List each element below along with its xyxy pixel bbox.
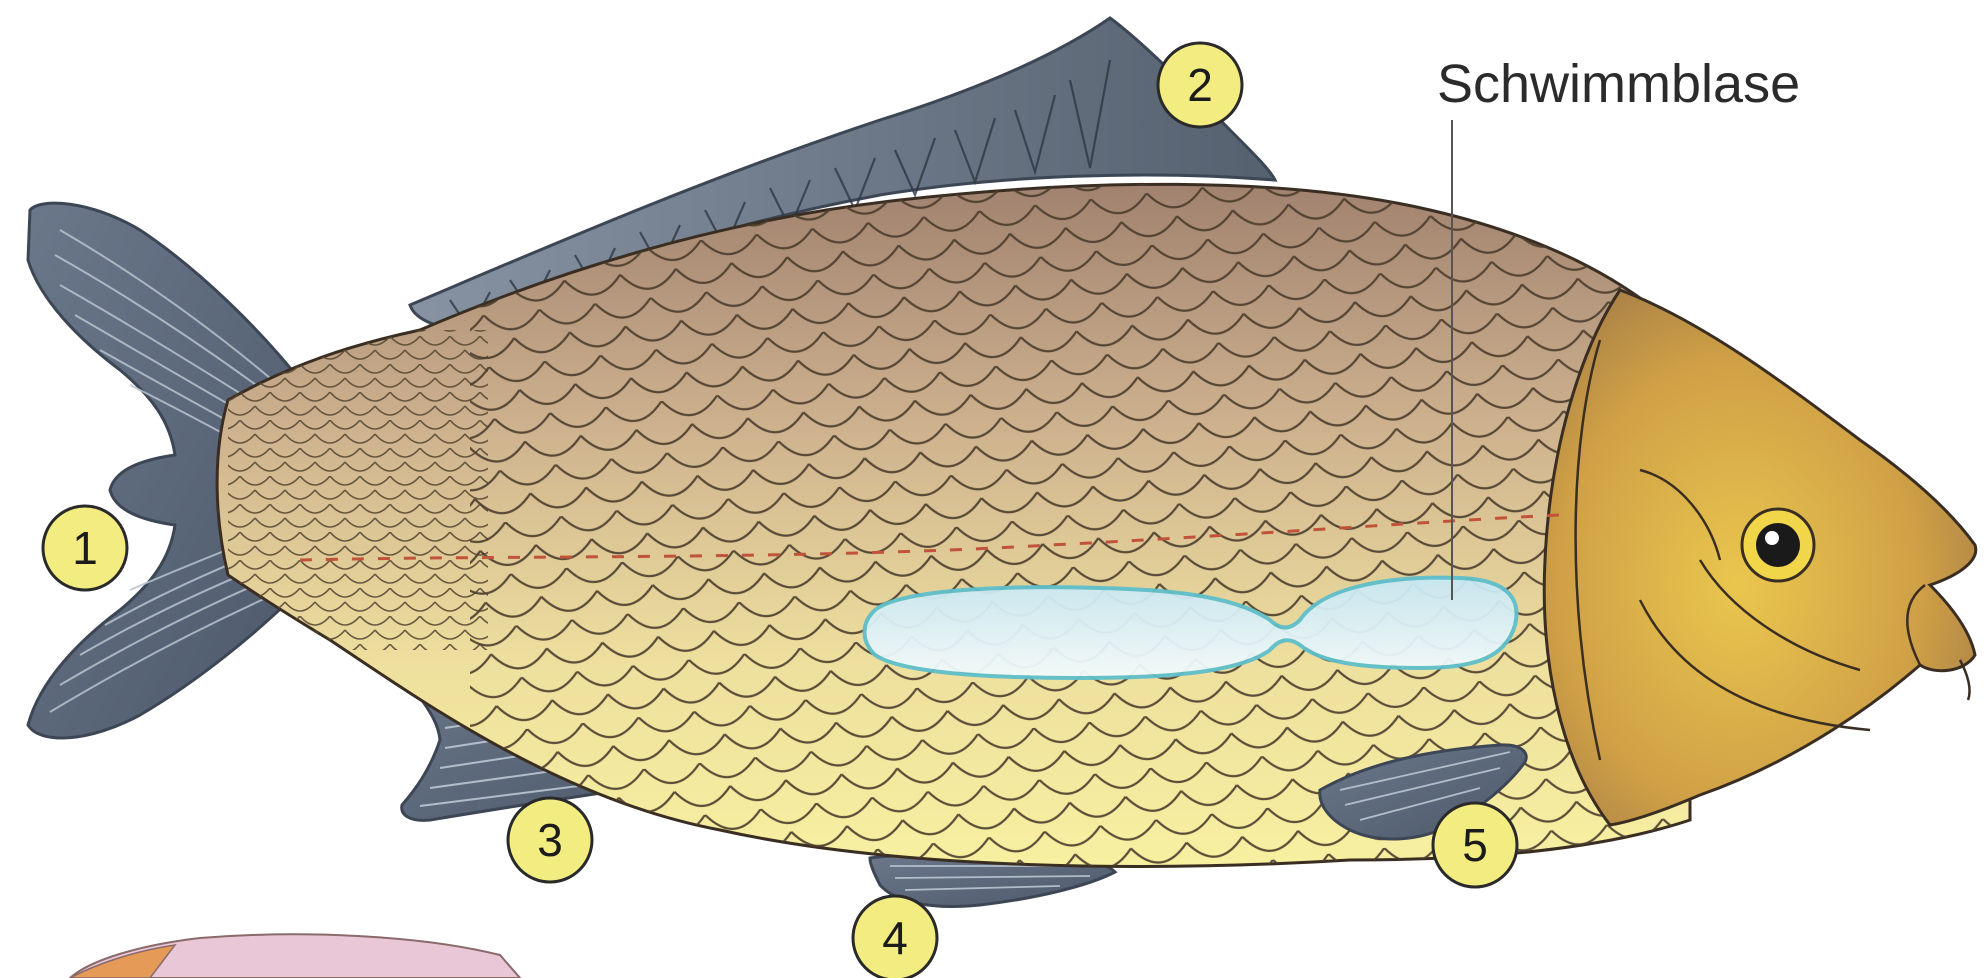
bladder-label: Schwimmblase (1437, 54, 1800, 114)
marker-4-text: 4 (882, 912, 908, 964)
swim-bladder (864, 578, 1516, 678)
marker-3-text: 3 (537, 814, 563, 866)
marker-3: 3 (508, 798, 592, 882)
adjacent-illustration-fragment (70, 934, 520, 978)
marker-1-text: 1 (72, 522, 98, 574)
marker-2-text: 2 (1187, 59, 1213, 111)
marker-5: 5 (1433, 803, 1517, 887)
marker-5-text: 5 (1462, 819, 1488, 871)
marker-1: 1 (43, 506, 127, 590)
marker-4: 4 (853, 896, 937, 978)
marker-2: 2 (1158, 43, 1242, 127)
fish-head (1544, 290, 1976, 825)
fish-eye (1742, 509, 1814, 581)
